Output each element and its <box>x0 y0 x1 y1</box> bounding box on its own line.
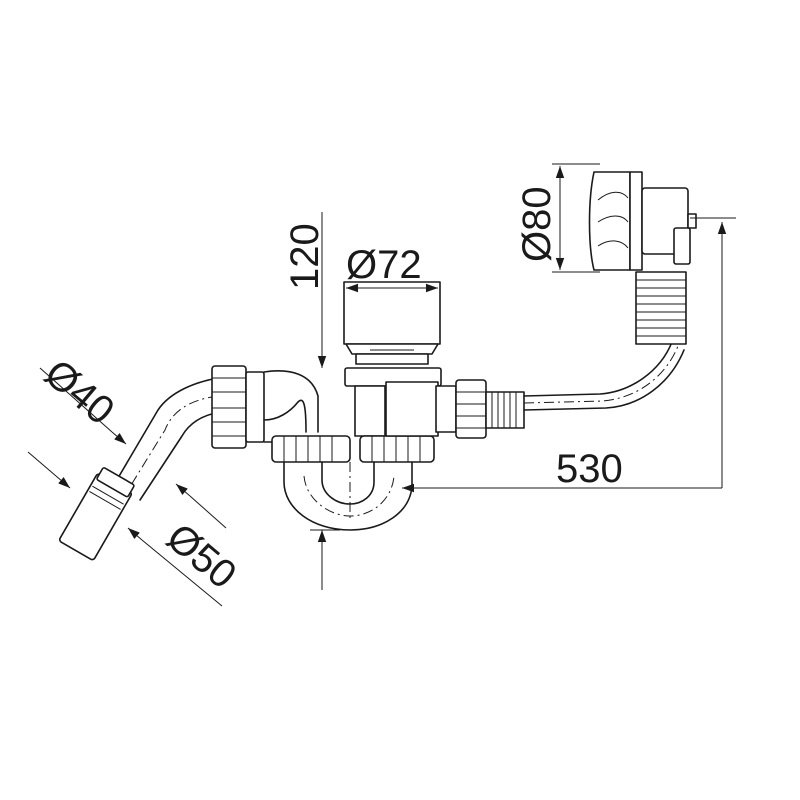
label-120: 120 <box>283 223 327 290</box>
label-dia80: Ø80 <box>515 186 559 262</box>
dimension-dia80 <box>552 163 600 273</box>
label-dia72: Ø72 <box>346 243 422 287</box>
elbow-bend <box>263 370 319 443</box>
dimension-120 <box>310 212 340 590</box>
drain-plug <box>343 281 441 365</box>
dimension-dia40 <box>39 367 227 529</box>
label-dia40: Ø40 <box>36 351 122 433</box>
overflow-fitting <box>385 379 525 439</box>
dimension-dia50 <box>27 451 223 607</box>
dimension-530 <box>402 217 736 493</box>
outlet-pipe <box>117 377 221 501</box>
elbow-nut <box>211 365 265 449</box>
label-530: 530 <box>556 447 623 491</box>
label-dia50: Ø50 <box>158 515 244 597</box>
overflow-head <box>588 171 697 345</box>
outlet-connector <box>58 467 135 561</box>
overflow-tube <box>523 341 685 411</box>
